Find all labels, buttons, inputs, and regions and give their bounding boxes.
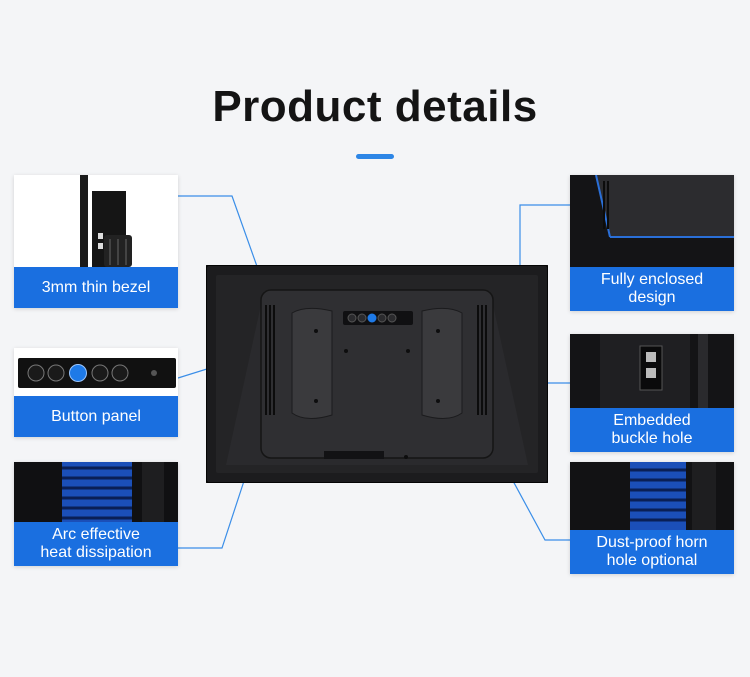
panel-pc-rear-view [206,265,548,483]
bezel-closeup-photo [14,175,178,267]
callout-bezel: 3mm thin bezel [14,175,178,308]
title-accent-bar [356,154,394,159]
callout-heat: Arc effective heat dissipation [14,462,178,566]
callout-label-buckle: Embedded buckle hole [570,408,734,452]
buckle-hole-photo [570,334,734,408]
button-panel-photo [14,348,178,396]
callout-enclosed: Fully enclosed design [570,175,734,311]
callout-label-horn: Dust-proof horn hole optional [570,530,734,574]
page-title: Product details [212,82,538,131]
horn-hole-photo [570,462,734,530]
leader-line-bezel [178,195,260,273]
callout-label-bezel: 3mm thin bezel [14,267,178,308]
callout-label-heat: Arc effective heat dissipation [14,522,178,566]
heat-sink-photo [14,462,178,522]
enclosed-corner-photo [570,175,734,267]
callout-label-enclosed: Fully enclosed design [570,267,734,311]
callout-buckle: Embedded buckle hole [570,334,734,452]
callout-buttons: Button panel [14,348,178,437]
callout-label-buttons: Button panel [14,396,178,437]
callout-horn: Dust-proof horn hole optional [570,462,734,574]
